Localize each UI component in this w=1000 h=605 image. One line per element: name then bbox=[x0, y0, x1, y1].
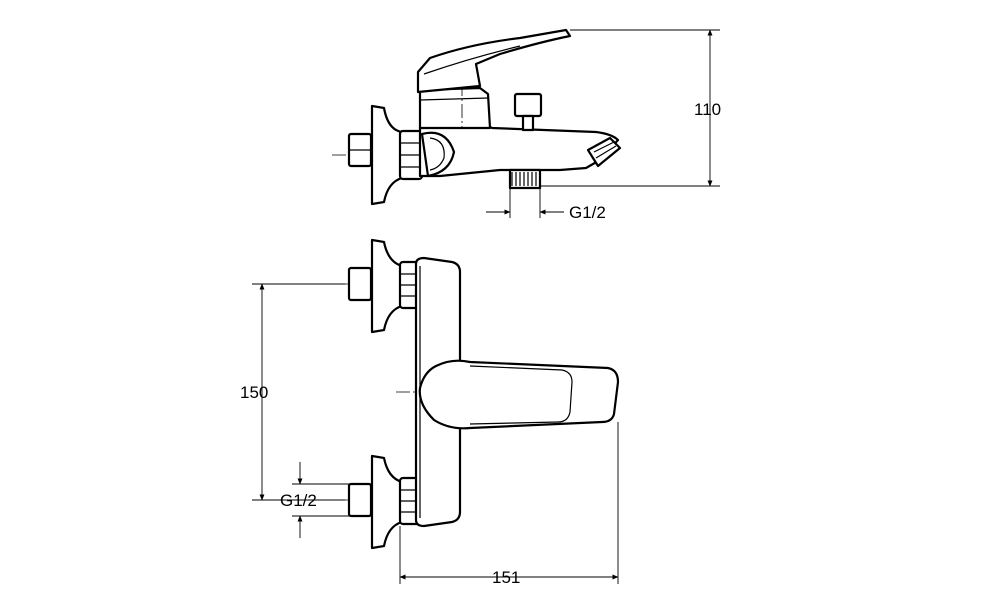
depth-dimension-label: 151 bbox=[492, 568, 520, 587]
front-view: 150 G1/2 151 bbox=[240, 238, 620, 587]
side-wall-flange bbox=[370, 104, 404, 206]
height-dimension-label: 110 bbox=[694, 100, 721, 119]
side-view: 110 G1/2 bbox=[332, 28, 721, 222]
lower-wall-flange bbox=[370, 454, 404, 550]
side-diverter-knob bbox=[513, 92, 543, 118]
lower-connector-nut bbox=[347, 482, 373, 518]
upper-connector-nut bbox=[347, 266, 373, 302]
side-cartridge-housing bbox=[418, 86, 492, 130]
inlet-thread-dimension-label: G1/2 bbox=[280, 491, 317, 510]
side-spout-tip bbox=[586, 136, 622, 168]
inlet-spacing-dimension-label: 150 bbox=[240, 383, 268, 402]
front-lever-handle bbox=[418, 359, 620, 430]
upper-wall-flange bbox=[370, 238, 404, 334]
side-lever-handle bbox=[416, 28, 572, 94]
spout-thread-dimension-label: G1/2 bbox=[569, 203, 606, 222]
